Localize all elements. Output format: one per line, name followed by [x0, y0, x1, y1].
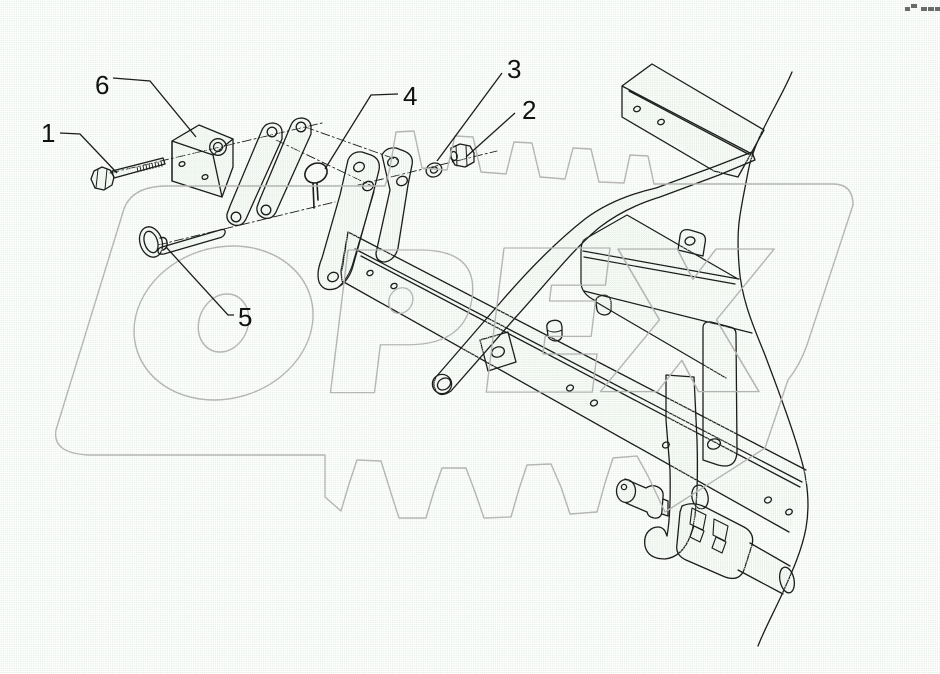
svg-text:6: 6 — [95, 70, 109, 100]
svg-text:1: 1 — [41, 118, 55, 148]
svg-text:2: 2 — [522, 95, 536, 125]
svg-text:4: 4 — [403, 81, 417, 111]
svg-text:3: 3 — [507, 54, 521, 84]
svg-text:5: 5 — [238, 302, 252, 332]
